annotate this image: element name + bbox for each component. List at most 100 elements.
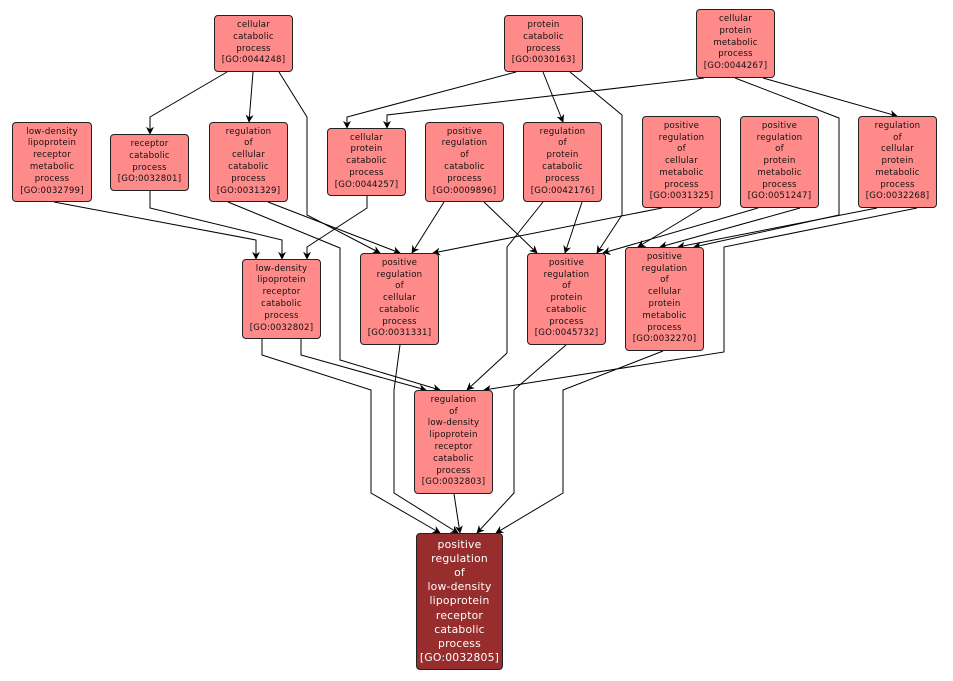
node-label-line: regulation [431,551,488,565]
node-label-line: process [447,173,482,184]
node-label-line: lipoprotein [257,275,306,286]
node-go-id: [GO:0032801] [117,174,182,185]
node-label-line: cellular [231,150,266,161]
node-label-line: process [132,162,167,173]
node-label-line: receptor [262,287,301,298]
edge-GO0042176-to-GO0032803 [466,201,544,391]
edge-GO0030163-to-GO0042176 [542,71,565,123]
node-label-line: regulation [756,132,803,143]
edge-GO0031325-to-GO0032270 [637,207,703,248]
node-label-line: process [718,49,753,60]
edge-GO0030163-to-GO0044257 [343,71,517,129]
edge-GO0051247-to-GO0045732 [602,207,759,255]
node-go-id: [GO:0030163] [511,55,576,66]
node-label-line: catabolic [379,304,420,315]
edge-GO0032270-to-GO0032805 [495,350,664,534]
node-label-line: process [236,43,271,54]
node-label-line: of [558,138,567,149]
node-label-line: protein [550,293,583,304]
node-label-line: low-density [26,126,78,137]
node-go-id: [GO:0032268] [865,191,930,202]
node-go-id: [GO:0031329] [216,185,281,196]
edge-GO0044267-to-GO0032268 [762,77,898,118]
node-go-id: [GO:0032802] [249,322,314,333]
node-go-id: [GO:0044267] [703,61,768,72]
node-go-id: [GO:0032799] [20,185,84,196]
node-label-line: process [264,310,299,321]
node-go-id: [GO:0009896] [432,185,497,196]
edge-GO0031329-to-GO0032803 [227,201,441,392]
node-label-line: regulation [225,126,272,137]
node-label-line: metabolic [29,162,75,172]
node-label-line: process [880,179,915,190]
node-label-line: of [893,132,902,143]
edge-GO0044248-to-GO0032801 [146,71,228,135]
node-label-line: process [545,173,580,184]
node-go-id: [GO:0031331] [367,328,432,339]
node-label-line: catabolic [523,31,564,42]
node-label-line: protein [763,156,796,167]
node-label-line: receptor [434,442,473,452]
node-label-line: of [660,275,669,286]
edge-GO0032802-to-GO0032805 [261,339,441,534]
node-label-line: receptor [130,138,169,149]
node-label-line: positive [761,120,798,131]
node-label-line: protein [881,156,914,167]
node-label-line: metabolic [757,167,802,178]
node-label-line: cellular [880,144,915,155]
node-label-line: process [647,322,682,333]
node-label-line: of [562,281,571,292]
node-label-line: of [460,150,469,161]
node-label-line: of [449,406,458,417]
node-label-line: of [454,565,465,579]
node-label-line: of [395,281,404,292]
edge-GO0044267-to-GO0044257 [383,77,705,129]
edge-GO0044267-to-GO0032270 [693,77,840,250]
node-label-line: regulation [441,138,488,149]
node-label-line: receptor [33,150,71,161]
node-label-line: cellular [718,14,753,24]
node-label-line: protein [546,150,579,161]
node-label-line: low-density [427,418,480,429]
node-label-line: positive [381,257,418,268]
node-label-line: catabolic [233,31,274,42]
edge-GO0032268-to-GO0032803 [483,207,918,393]
node-label-line: catabolic [228,162,269,172]
edge-GO0031329-to-GO0031331 [267,201,401,255]
node-label-line: positive [646,251,683,262]
node-label-line: positive [437,537,482,551]
node-label-line: process [349,167,384,178]
node-label-line: regulation [539,126,586,137]
edge-GO0009896-to-GO0045732 [483,201,538,254]
node-label-line: process [231,173,266,184]
edge-GO0044248-to-GO0031331 [278,71,381,254]
node-label-line: metabolic [713,37,758,48]
node-go-id: [GO:0044257] [334,179,399,190]
node-label-line: process [438,637,481,650]
node-label-line: process [664,179,699,190]
node-label-line: regulation [874,120,921,131]
edge-GO0031331-to-GO0032805 [393,344,459,534]
edge-layer [53,71,918,534]
edge-GO0042176-to-GO0045732 [563,201,583,254]
node-label-line: catabolic [129,150,170,161]
node-label-line: protein [527,19,560,30]
